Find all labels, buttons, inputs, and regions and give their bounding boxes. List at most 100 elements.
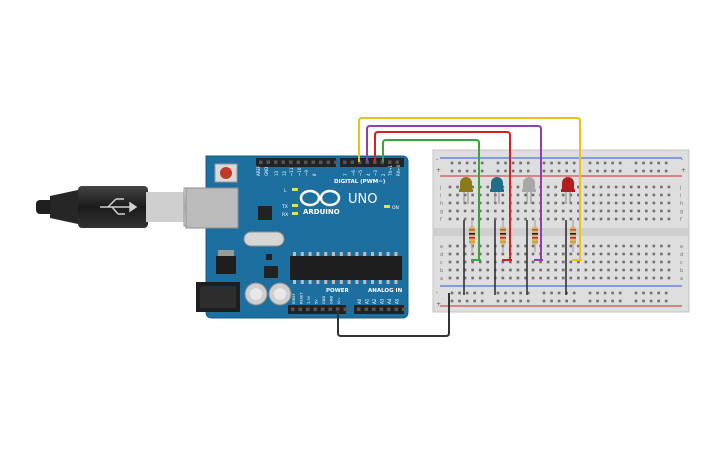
digital-pin-label: RX←0	[396, 164, 401, 176]
power-pin-label: 3.3V	[307, 295, 311, 304]
row-letter: f	[680, 217, 682, 223]
uno-label: UNO	[348, 192, 377, 207]
digital-pin-label: 8	[312, 173, 317, 176]
analog-label: ANALOG IN	[368, 288, 403, 294]
row-letter: a	[440, 276, 443, 282]
usb-icon	[100, 198, 138, 215]
row-letter: c	[680, 260, 683, 266]
row-letter: f	[440, 217, 442, 223]
row-letter: b	[680, 268, 683, 274]
analog-pin-label: A0	[357, 298, 362, 304]
rail-minus-top-left: -	[436, 156, 438, 163]
row-letter: c	[440, 260, 443, 266]
leds	[459, 177, 575, 204]
led-red[interactable]	[561, 177, 575, 204]
row-letter: h	[680, 201, 683, 207]
digital-pin-label: TX→1	[388, 164, 393, 177]
digital-pin-label: 2	[381, 173, 386, 176]
row-letter: j	[439, 185, 441, 191]
wire-purple[interactable]	[366, 125, 542, 260]
digital-pin-label: ~6	[351, 170, 356, 176]
arduino-name: ARDUINO	[303, 208, 340, 216]
pin-label-gnd: GND	[264, 167, 269, 176]
rx-label: RX	[282, 212, 288, 218]
analog-pin-label: A3	[380, 298, 385, 304]
voltage-regulator	[216, 250, 236, 274]
l-indicator	[292, 188, 298, 191]
rail-minus-top-right: -	[681, 156, 683, 163]
reset-button[interactable]	[214, 163, 238, 183]
rx-indicator	[292, 212, 298, 215]
l-label: L	[284, 188, 287, 194]
rail-plus-bottom-left: +	[436, 301, 441, 308]
row-letter: a	[680, 276, 683, 282]
power-pin-label: RESET	[300, 292, 304, 304]
wire-gnd[interactable]	[337, 293, 450, 337]
power-pin-label: GND	[330, 296, 334, 304]
rail-minus-bottom-left: -	[436, 289, 438, 296]
analog-header	[354, 305, 404, 314]
row-letter: g	[680, 209, 683, 215]
atmega-chip	[290, 256, 402, 280]
resistor[interactable]	[532, 220, 538, 252]
power-pin-label: Vin	[337, 298, 341, 304]
led-gray[interactable]	[522, 177, 536, 204]
row-letter: j	[679, 185, 681, 191]
resistor[interactable]	[500, 220, 506, 252]
rail-plus-top-left: +	[436, 167, 441, 174]
arduino-logo-icon	[299, 189, 341, 207]
digital-pin-label: 4	[366, 173, 371, 176]
digital-pin-label: 7	[343, 173, 348, 176]
row-letter: e	[440, 244, 443, 250]
analog-pin-label: A4	[387, 298, 392, 304]
arduino-board: ARDUINO UNO DIGITAL (PWM~) POWER ANALOG …	[185, 155, 409, 319]
wire-green[interactable]	[382, 139, 480, 260]
digital-pin-label: 12	[282, 170, 287, 176]
digital-pin-label: ~11	[289, 167, 294, 176]
row-letter: d	[680, 252, 683, 258]
power-pin-label: 5V	[315, 299, 319, 304]
on-indicator	[384, 205, 390, 208]
analog-pin-label: A1	[365, 298, 370, 304]
digital-header-right	[340, 158, 404, 167]
small-chip	[264, 266, 278, 278]
wire-yellow[interactable]	[358, 117, 581, 260]
resistors	[469, 220, 576, 252]
crystal-oscillator	[243, 231, 285, 247]
wire-red[interactable]	[374, 131, 511, 260]
led-olive[interactable]	[459, 177, 473, 204]
row-letter: i	[680, 193, 681, 199]
tx-indicator	[292, 204, 298, 207]
power-pin-label: IOREF	[292, 293, 296, 304]
power-jack	[196, 282, 240, 312]
analog-pin-label: A2	[372, 298, 377, 304]
row-letter: e	[680, 244, 683, 250]
digital-pin-label: ~9	[304, 170, 309, 176]
led-blue[interactable]	[490, 177, 504, 204]
capacitors	[244, 282, 292, 306]
resistor[interactable]	[469, 220, 475, 252]
digital-pin-label: ~10	[297, 167, 302, 176]
row-letter: b	[440, 268, 443, 274]
pin-label-aref: AREF	[256, 165, 261, 176]
usb-chip	[258, 206, 272, 220]
power-label: POWER	[326, 288, 350, 294]
row-letter: g	[440, 209, 443, 215]
analog-pin-label: A5	[395, 298, 400, 304]
rail-plus-top-right: +	[681, 167, 686, 174]
tx-label: TX	[281, 204, 288, 210]
digital-pin-label: 13	[274, 170, 279, 176]
digital-label: DIGITAL (PWM~)	[334, 179, 386, 185]
row-letter: i	[440, 193, 441, 199]
wires	[337, 117, 582, 337]
digital-header-left	[256, 158, 336, 167]
on-label: ON	[392, 205, 399, 211]
row-letter: h	[440, 201, 443, 207]
digital-pin-label: ~3	[373, 170, 378, 176]
digital-pin-label: ~5	[358, 170, 363, 176]
resistor[interactable]	[570, 220, 576, 252]
power-pin-label: GND	[322, 296, 326, 304]
row-letter: d	[440, 252, 443, 258]
